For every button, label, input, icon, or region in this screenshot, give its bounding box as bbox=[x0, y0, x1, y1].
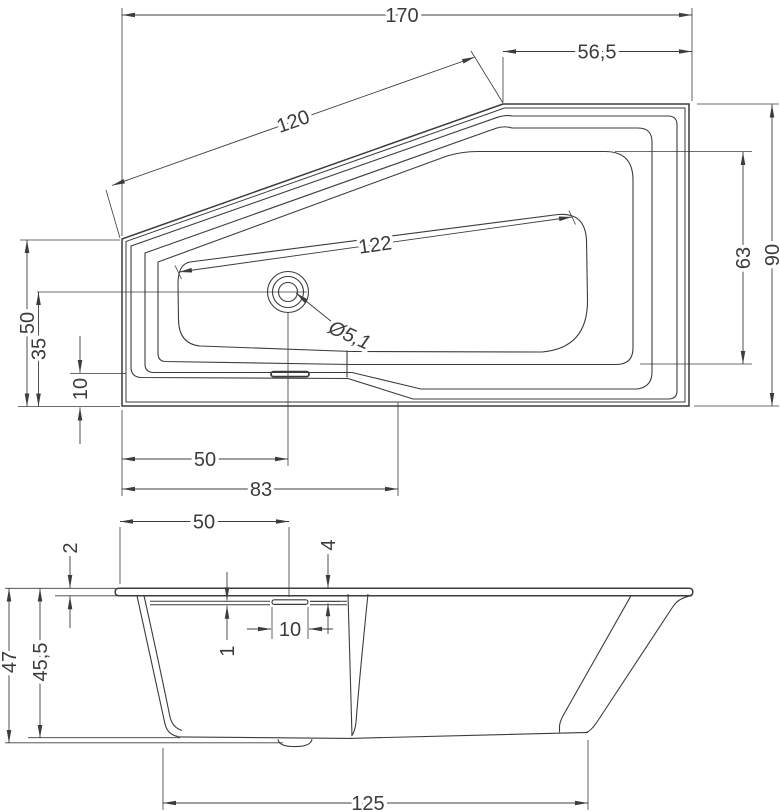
side-extension-lines bbox=[5, 527, 589, 810]
dim-panel-thickness: 1 bbox=[214, 572, 243, 660]
plan-drain-slot bbox=[270, 370, 310, 378]
dim-label-47: 47 bbox=[0, 651, 21, 673]
side-drain-slot bbox=[271, 599, 309, 605]
dim-label-122: 122 bbox=[357, 232, 393, 258]
side-bottom-edge bbox=[177, 731, 589, 739]
side-view: 50 2 4 1 10 47 45,5 bbox=[0, 508, 694, 812]
dim-label-56-5: 56,5 bbox=[578, 42, 617, 64]
side-middle-wall bbox=[347, 593, 369, 737]
dim-step-from-left: 83 bbox=[122, 476, 398, 505]
side-drain-bump bbox=[277, 738, 313, 748]
dim-label-2: 2 bbox=[60, 542, 82, 553]
dim-drain-diameter: Ø5,1 bbox=[295, 292, 377, 358]
side-left-skirt-inner bbox=[143, 595, 183, 732]
plan-contour-2 bbox=[144, 126, 653, 390]
dim-basin-width: 63 bbox=[730, 152, 759, 364]
side-right-skirt-outer bbox=[585, 595, 693, 734]
side-right-skirt-inner bbox=[558, 595, 632, 733]
dim-drain-offset-bottom: 35 bbox=[25, 292, 54, 407]
dim-overflow-depth: 4 bbox=[315, 536, 344, 634]
dim-total-height: 47 bbox=[0, 588, 25, 743]
dim-label-10-plan: 10 bbox=[70, 378, 92, 400]
dim-deck-width: 10 bbox=[67, 336, 96, 444]
side-left-skirt-outer bbox=[136, 595, 179, 738]
dim-base-length: 125 bbox=[163, 790, 588, 812]
dim-label-50-side: 50 bbox=[193, 512, 215, 534]
side-rim bbox=[114, 587, 694, 597]
dim-head-width: 56,5 bbox=[503, 38, 692, 67]
dim-label-50-bottom: 50 bbox=[194, 449, 216, 471]
plan-contour-3 bbox=[157, 150, 634, 366]
plan-view: 170 56,5 120 122 Ø5,1 50 35 10 bbox=[14, 2, 780, 505]
plan-basin-floor bbox=[177, 213, 589, 353]
dim-label-35: 35 bbox=[29, 338, 51, 360]
dim-side-drain-from-left: 50 bbox=[120, 508, 289, 537]
dim-rim-thickness: 2 bbox=[57, 539, 86, 628]
dim-label-125: 125 bbox=[351, 793, 384, 812]
dim-slot-width: 10 bbox=[247, 616, 333, 645]
dim-label-63: 63 bbox=[733, 247, 755, 269]
plan-contour-1 bbox=[130, 115, 678, 400]
dim-drain-from-left: 50 bbox=[122, 446, 288, 475]
dim-label-170: 170 bbox=[385, 5, 418, 27]
dim-left-end-width: 50 bbox=[14, 240, 43, 407]
dim-label-4: 4 bbox=[318, 539, 340, 550]
dim-label-90: 90 bbox=[762, 244, 780, 266]
dim-shell-height: 45,5 bbox=[27, 588, 56, 738]
dim-label-50-left: 50 bbox=[17, 312, 39, 334]
dim-total-width: 90 bbox=[759, 104, 780, 406]
dim-label-83: 83 bbox=[250, 479, 272, 501]
dim-label-120: 120 bbox=[274, 106, 313, 138]
dim-label-1: 1 bbox=[217, 645, 239, 656]
dim-total-length: 170 bbox=[122, 2, 692, 31]
dim-label-45-5: 45,5 bbox=[30, 643, 52, 682]
dim-basin-length: 122 bbox=[178, 216, 573, 273]
plan-rim-inner-line bbox=[125, 107, 686, 403]
dim-label-drain: Ø5,1 bbox=[324, 316, 373, 354]
plan-extension-lines bbox=[18, 8, 779, 496]
dim-label-10-side: 10 bbox=[279, 619, 301, 641]
